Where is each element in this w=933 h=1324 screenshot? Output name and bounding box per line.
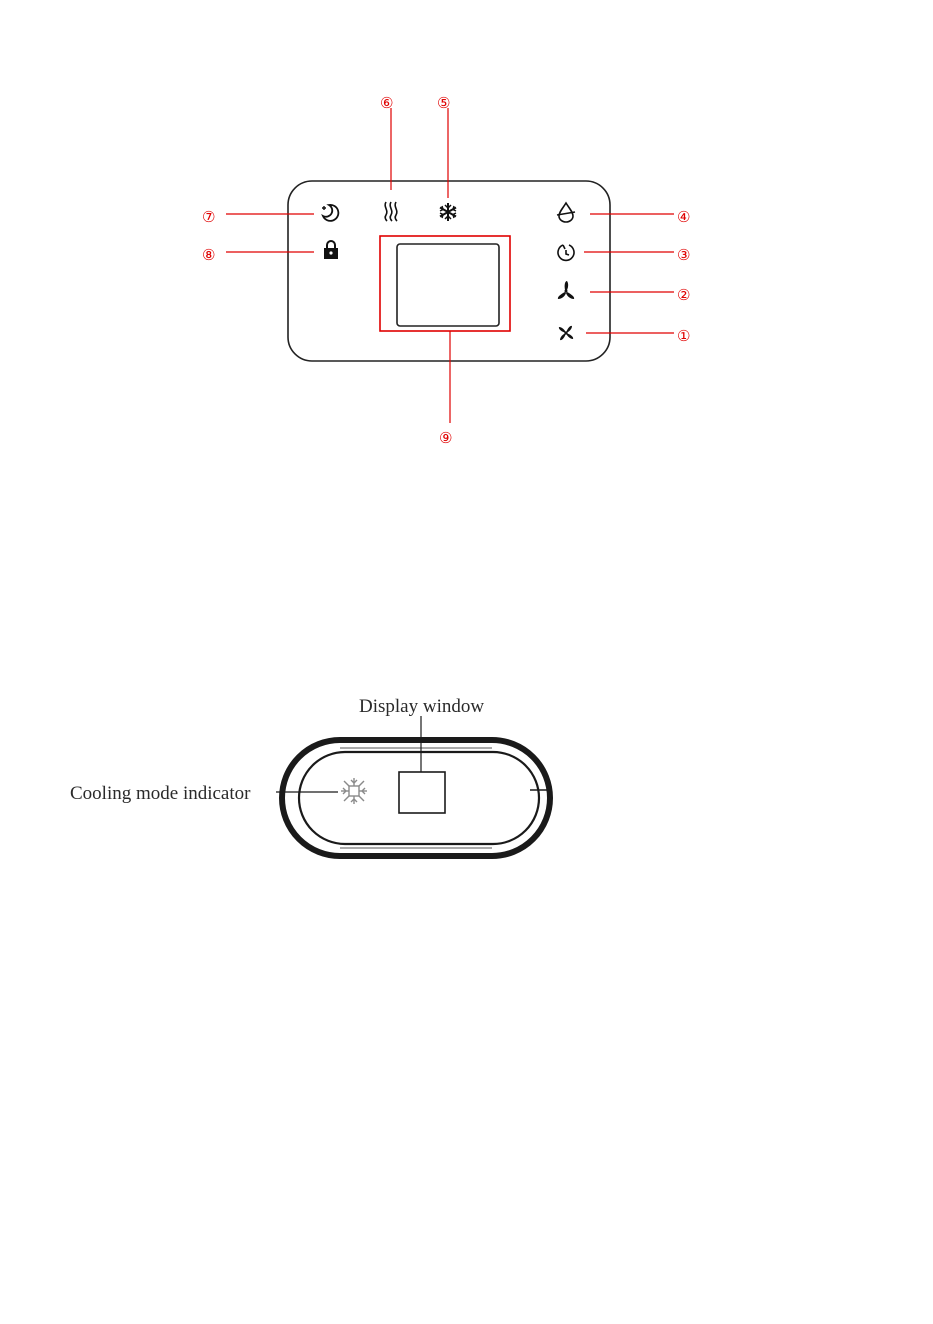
lock-icon[interactable] bbox=[324, 241, 338, 259]
fan-high-icon[interactable] bbox=[558, 281, 574, 299]
callout-2: ② bbox=[677, 286, 690, 304]
sleep-moon-icon[interactable] bbox=[322, 205, 338, 221]
callout-6: ⑥ bbox=[380, 94, 393, 112]
callout-4: ④ bbox=[677, 208, 690, 226]
callout-9: ⑨ bbox=[439, 429, 452, 447]
callout-5: ⑤ bbox=[437, 94, 450, 112]
dehumidify-drop-icon[interactable] bbox=[557, 203, 575, 222]
callout-3: ③ bbox=[677, 246, 690, 264]
snowflake-icon[interactable] bbox=[440, 203, 456, 221]
cooling-snowflake-icon bbox=[341, 778, 367, 804]
timer-icon[interactable] bbox=[558, 245, 574, 260]
display-panel-diagram: Display window Cooling mode indicator bbox=[0, 660, 933, 890]
callout-7: ⑦ bbox=[202, 208, 215, 226]
callout-leaders bbox=[226, 108, 674, 423]
display-window-label: Display window bbox=[359, 696, 484, 717]
heat-waves-icon[interactable] bbox=[385, 202, 397, 221]
display-screen[interactable] bbox=[397, 244, 499, 326]
callout-1: ① bbox=[677, 327, 690, 345]
display-highlight-box bbox=[380, 236, 510, 331]
display-window-square[interactable] bbox=[399, 772, 445, 813]
fan-low-icon[interactable] bbox=[559, 326, 573, 340]
control-panel-diagram: ⑥ ⑤ ⑦ ⑧ ④ ③ ② ① ⑨ bbox=[0, 0, 933, 480]
callout-numbers: ⑥ ⑤ ⑦ ⑧ ④ ③ ② ① ⑨ bbox=[202, 94, 690, 447]
cooling-mode-indicator-label: Cooling mode indicator bbox=[70, 783, 251, 804]
callout-8: ⑧ bbox=[202, 246, 215, 264]
